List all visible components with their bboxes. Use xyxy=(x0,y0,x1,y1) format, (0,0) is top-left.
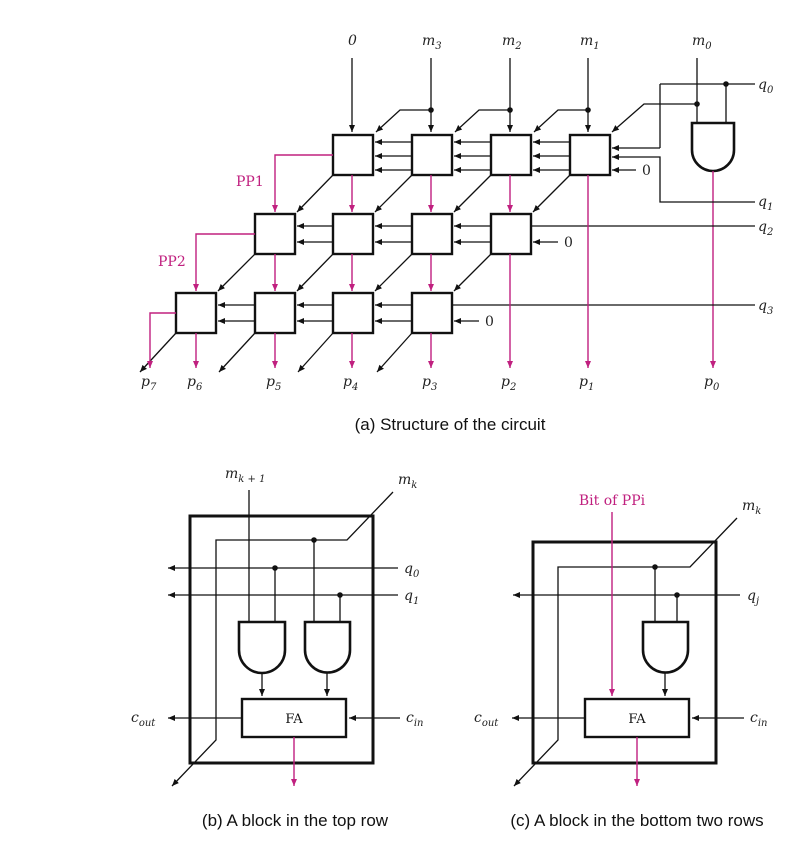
q3-label: q3 xyxy=(758,298,773,317)
input-m1-label: m1 xyxy=(580,33,600,52)
m-input-wires xyxy=(349,58,700,133)
zero-input-row2: 0 xyxy=(564,235,573,251)
q1-label: q1 xyxy=(758,194,773,213)
figure-b-top-row-block: mk + 1 mk q0 q1 FA cout cin (b) A xyxy=(131,466,423,830)
output-p6-label: p6 xyxy=(187,374,203,393)
fa-label-c: FA xyxy=(628,712,646,727)
q0-label: q0 xyxy=(758,77,774,96)
output-p1-label: p1 xyxy=(579,374,594,393)
and-gate-c xyxy=(641,620,690,674)
caption-a: (a) Structure of the circuit xyxy=(355,415,546,434)
m-diagonal-wires-top xyxy=(375,107,591,133)
q2-label: q2 xyxy=(758,219,773,238)
cin-label-c: cin xyxy=(750,710,767,729)
block-r2-c2 xyxy=(331,212,375,256)
q0-label-b: q0 xyxy=(404,561,420,580)
block-r2-c3 xyxy=(410,212,454,256)
q0-and-gate xyxy=(612,81,755,368)
partial-product-wires xyxy=(147,154,591,368)
block-r3-c4 xyxy=(410,291,454,335)
output-p7-label: p7 xyxy=(141,374,157,393)
block-r1-c4 xyxy=(568,133,612,177)
block-r1-c3 xyxy=(489,133,533,177)
m-k-plus-1-label: mk + 1 xyxy=(225,466,265,485)
output-p4-label: p4 xyxy=(343,374,358,393)
m-k-label-b: mk xyxy=(398,472,417,491)
zero-input-row1: 0 xyxy=(642,163,651,179)
caption-b: (b) A block in the top row xyxy=(202,811,389,830)
figure-c-bottom-row-block: Bit of PPi mk qj FA cout cin (c) A block… xyxy=(474,493,767,830)
qj-label-c: qj xyxy=(747,588,759,607)
block-row-1 xyxy=(331,133,612,177)
block-r2-c4 xyxy=(489,212,533,256)
full-adder-b xyxy=(240,697,348,739)
output-p0-label: p0 xyxy=(704,374,720,393)
block-r1-c2 xyxy=(410,133,454,177)
caption-c: (c) A block in the bottom two rows xyxy=(510,811,763,830)
q-labels: q0 q1 q2 q3 xyxy=(758,77,774,317)
output-p5-label: p5 xyxy=(266,374,281,393)
block-r2-c1 xyxy=(253,212,297,256)
cout-label-c: cout xyxy=(474,710,499,729)
block-row-3 xyxy=(174,291,454,335)
input-zero-label: 0 xyxy=(348,33,357,49)
bit-of-ppi-label: Bit of PPi xyxy=(579,493,646,509)
block-r1-c1 xyxy=(331,133,375,177)
pp1-label: PP1 xyxy=(236,174,264,190)
m-k-label-c: mk xyxy=(742,498,761,517)
input-m0-label: m0 xyxy=(692,33,712,52)
pp2-label: PP2 xyxy=(158,254,186,270)
and-gate-p0 xyxy=(690,121,736,173)
cout-label-b: cout xyxy=(131,710,156,729)
inter-block-wires xyxy=(218,139,570,324)
cin-label-b: cin xyxy=(406,710,423,729)
block-r3-c2 xyxy=(253,291,297,335)
block-r3-c1 xyxy=(174,291,218,335)
output-p3-label: p3 xyxy=(422,374,437,393)
block-b-outline xyxy=(188,514,375,765)
input-m2-label: m2 xyxy=(502,33,522,52)
zero-inputs: 0 0 0 xyxy=(454,163,651,330)
and-gate-b1 xyxy=(237,620,287,675)
figure-a-structure: 0 m3 m2 m1 m0 xyxy=(139,33,774,434)
block-row-2 xyxy=(253,212,533,256)
and-gate-b2 xyxy=(303,620,352,674)
block-c-outline xyxy=(531,540,718,765)
m-diagonal-wires xyxy=(139,174,571,373)
output-p2-label: p2 xyxy=(501,374,516,393)
fa-label-b: FA xyxy=(285,712,303,727)
top-input-labels: 0 m3 m2 m1 m0 xyxy=(348,33,712,52)
block-r3-c3 xyxy=(331,291,375,335)
zero-input-row3: 0 xyxy=(485,314,494,330)
input-m3-label: m3 xyxy=(422,33,442,52)
q1-label-b: q1 xyxy=(404,588,419,607)
output-labels: p7 p6 p5 p4 p3 p2 p1 p0 xyxy=(141,374,720,393)
